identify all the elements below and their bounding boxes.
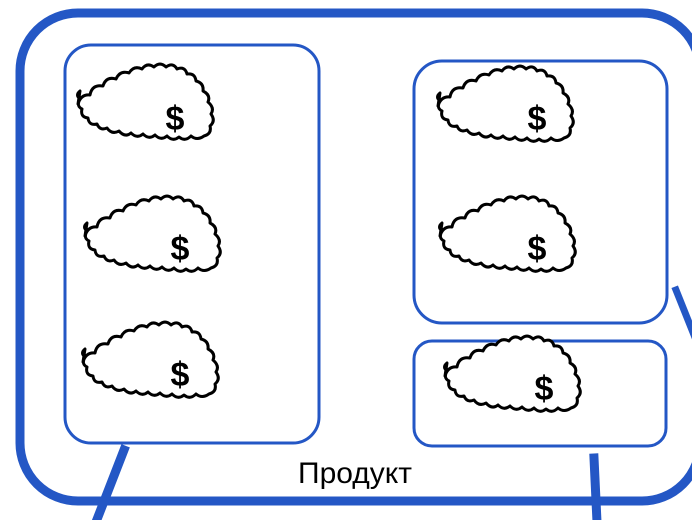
product-caption: Продукт xyxy=(298,457,412,490)
connector-line-right xyxy=(671,285,692,340)
connector-line-middle xyxy=(589,453,602,520)
dollar-sign: $ xyxy=(166,100,185,138)
dollar-sign: $ xyxy=(171,356,190,394)
product-frame xyxy=(15,8,692,506)
cloud-left-3: $ xyxy=(81,320,220,399)
cloud-right-top-2: $ xyxy=(438,194,577,273)
right-top-group: $ $ xyxy=(412,59,669,325)
dollar-sign: $ xyxy=(528,230,547,268)
cloud-left-2: $ xyxy=(83,194,222,273)
cloud-right-bottom-1: $ xyxy=(443,334,582,413)
left-group: $ $ $ xyxy=(63,43,321,445)
dollar-sign: $ xyxy=(535,370,554,408)
cloud-right-top-1: $ xyxy=(436,64,575,143)
right-bottom-group: $ xyxy=(412,334,668,448)
connector-line-left xyxy=(91,444,130,520)
dollar-sign: $ xyxy=(528,100,547,138)
dollar-sign: $ xyxy=(171,230,190,268)
cloud-left-1: $ xyxy=(76,62,215,141)
